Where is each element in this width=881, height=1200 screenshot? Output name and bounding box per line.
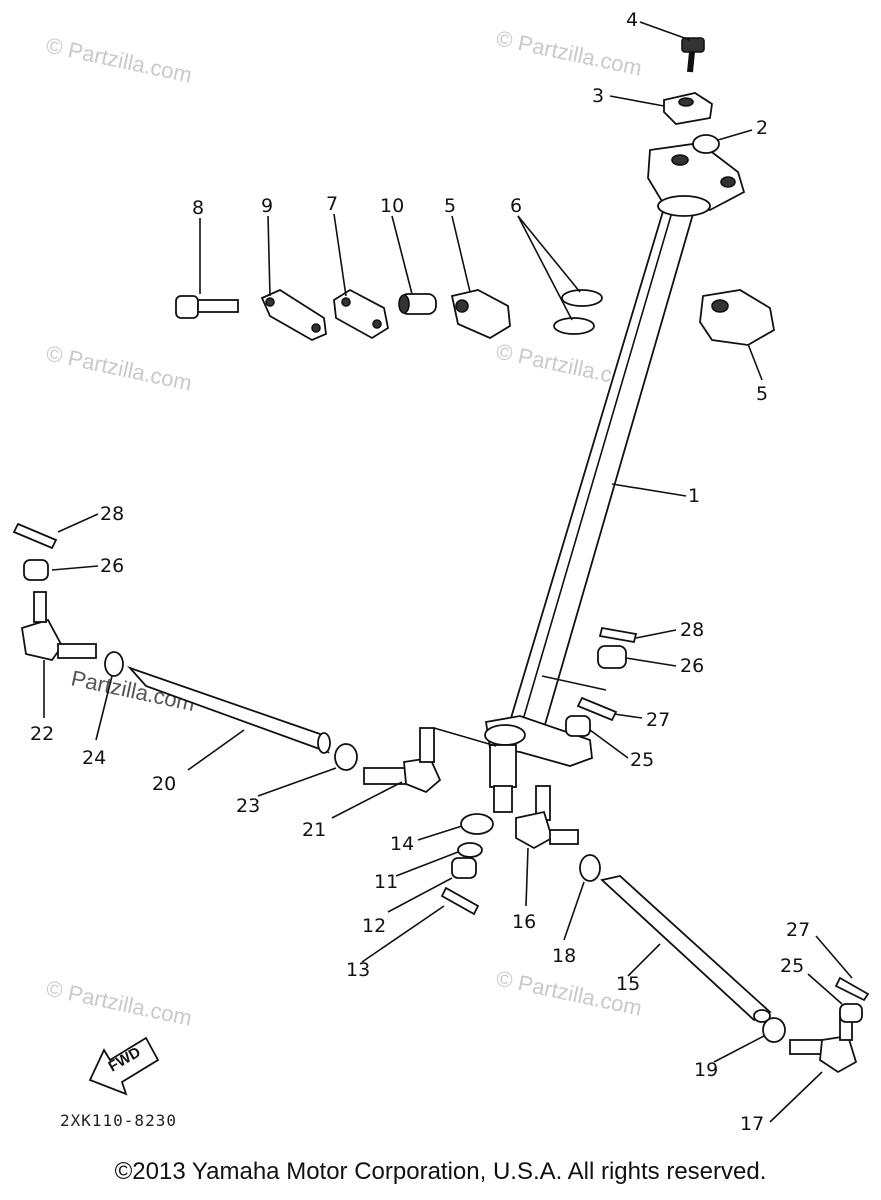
callout-20: 20 <box>152 773 176 795</box>
callout-17: 17 <box>740 1113 764 1135</box>
tie-rod-left <box>127 666 331 754</box>
tie-rod-end-16 <box>515 785 579 850</box>
callout-7: 7 <box>326 193 338 215</box>
callout-4: 4 <box>626 9 638 31</box>
callout-15: 15 <box>616 973 640 995</box>
callout-25: 25 <box>780 955 804 977</box>
callout-12: 12 <box>362 915 386 937</box>
watermark: © Partzilla.com <box>44 340 194 395</box>
watermark: © Partzilla.com <box>44 975 194 1030</box>
callout-25: 25 <box>630 749 654 771</box>
callout-22: 22 <box>30 723 54 745</box>
cotter-pin-28-right <box>598 626 638 644</box>
callout-9: 9 <box>261 195 273 217</box>
shaft-holder-left <box>450 289 511 340</box>
nut-part-25-upper <box>565 715 591 737</box>
callout-27: 27 <box>646 709 670 731</box>
leader-lines <box>43 21 853 1123</box>
callout-23: 23 <box>236 795 260 817</box>
callout-19: 19 <box>694 1059 718 1081</box>
washer-part-11 <box>457 842 483 858</box>
bushing-part-6 <box>553 289 603 335</box>
callout-8: 8 <box>192 197 204 219</box>
callout-14: 14 <box>390 833 414 855</box>
callout-21: 21 <box>302 819 326 841</box>
callout-16: 16 <box>512 911 536 933</box>
pitman-arm <box>484 715 593 813</box>
callout-1: 1 <box>688 485 700 507</box>
tie-rod-end-21 <box>363 727 442 794</box>
tie-rod-end-22 <box>20 591 97 662</box>
plate-part-7 <box>333 288 390 340</box>
watermarks: © Partzilla.com © Partzilla.com © Partzi… <box>44 25 644 1030</box>
cotter-pin-28-left <box>12 522 58 550</box>
watermark: © Partzilla.com <box>44 32 194 87</box>
nut-part-12 <box>451 857 477 879</box>
callout-11: 11 <box>374 871 398 893</box>
callout-13: 13 <box>346 959 370 981</box>
nut-part-19 <box>762 1017 786 1043</box>
collar-part-10 <box>398 293 437 315</box>
callout-28: 28 <box>100 503 124 525</box>
handlebar-holder-upper <box>663 92 713 125</box>
copyright-notice: ©2013 Yamaha Motor Corporation, U.S.A. A… <box>114 1158 767 1185</box>
bolt-part-4 <box>681 37 705 73</box>
callout-5: 5 <box>756 383 768 405</box>
callouts: 4 3 2 8 9 7 10 5 6 5 1 28 26 28 26 27 25… <box>30 9 810 1135</box>
handlebar-holder-lower <box>647 142 746 217</box>
watermark: © Partzilla.com <box>494 25 644 80</box>
bolt-part-8 <box>175 295 239 319</box>
callout-3: 3 <box>592 85 604 107</box>
cotter-pin-13 <box>440 886 480 916</box>
cotter-pin-27-upper <box>576 696 618 722</box>
shaft-holder-right <box>699 289 775 346</box>
callout-18: 18 <box>552 945 576 967</box>
tie-rod-right <box>600 875 772 1023</box>
callout-2: 2 <box>756 117 768 139</box>
callout-26: 26 <box>100 555 124 577</box>
nut-part-23 <box>334 743 358 771</box>
callout-10: 10 <box>380 195 404 217</box>
diagram-code: 2XK110-8230 <box>60 1111 177 1130</box>
plate-part-9 <box>260 288 327 342</box>
callout-28: 28 <box>680 619 704 641</box>
callout-6: 6 <box>510 195 522 217</box>
washer-part-14 <box>460 813 494 835</box>
nut-part-26-right <box>597 645 627 669</box>
callout-24: 24 <box>82 747 106 769</box>
nut-part-24 <box>104 651 124 677</box>
nut-part-25-lower <box>839 1003 863 1023</box>
callout-26: 26 <box>680 655 704 677</box>
callout-5: 5 <box>444 195 456 217</box>
cotter-pin-27-lower <box>834 976 870 1002</box>
nut-part-18 <box>579 854 601 882</box>
fwd-arrow: FWD <box>88 1036 160 1096</box>
nut-part-26-left <box>23 559 49 581</box>
damper-part-2 <box>692 134 720 154</box>
callout-27: 27 <box>786 919 810 941</box>
